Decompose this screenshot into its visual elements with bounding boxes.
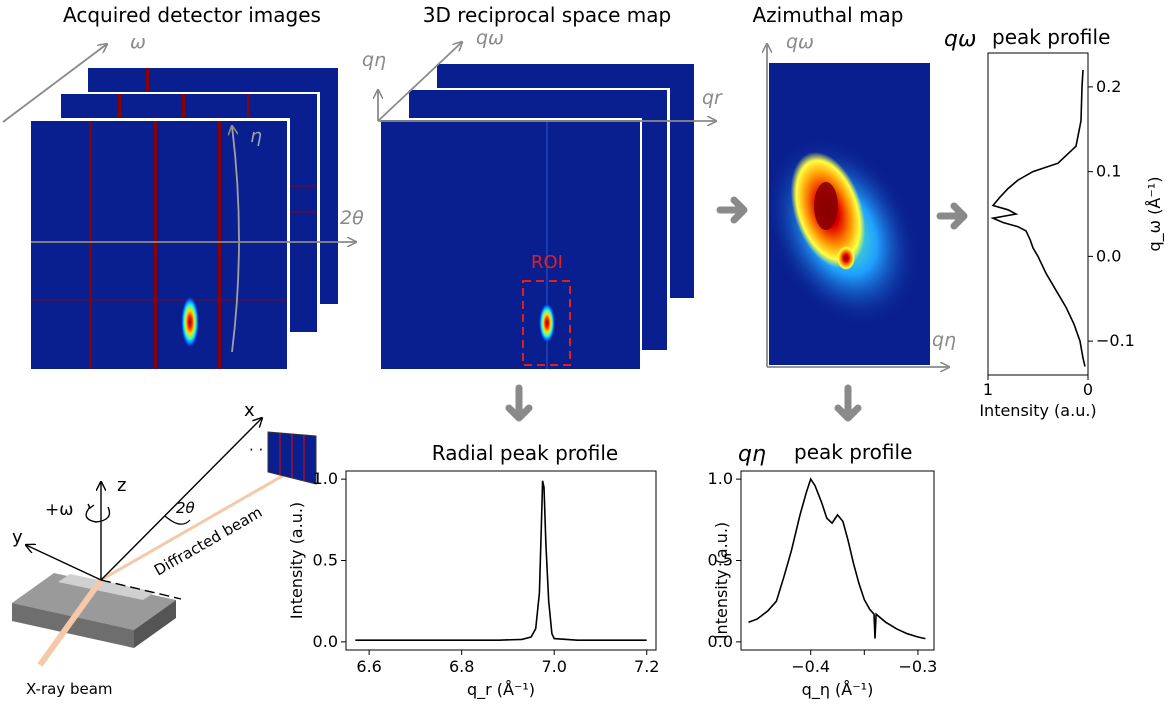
diffracted-beam — [100, 465, 299, 582]
flow-arrow-right — [936, 202, 968, 230]
plot-frame — [987, 52, 1089, 376]
title-azimuthal-map: Azimuthal map — [752, 3, 903, 27]
x-axis-label: q_η (Å⁻¹) — [802, 680, 874, 700]
az-q-omega-axis-label: qω — [786, 31, 814, 53]
plot-frame — [345, 470, 657, 651]
eta-arc-arrow — [232, 126, 240, 353]
two-theta-arc — [164, 515, 191, 525]
series-line — [748, 477, 926, 640]
detector-frame-front — [31, 121, 287, 369]
x-axis-label: q_r (Å⁻¹) — [467, 680, 535, 700]
sample-stage-front — [12, 603, 134, 648]
gap-line — [154, 121, 157, 369]
y-axis-label: y — [12, 527, 23, 548]
title-qeta-profile: peak profile — [794, 440, 912, 464]
title-radial-profile: Radial peak profile — [432, 441, 619, 465]
x-axis-label: x — [244, 400, 255, 421]
x-axis-arrow — [100, 418, 262, 581]
bragg-peak-spot — [181, 296, 199, 348]
y-tick-label: 0.0 — [708, 632, 733, 651]
q-omega-axis-label: qω — [476, 27, 504, 49]
x-tick-label: −0.3 — [898, 657, 937, 676]
geometry-sketch: x z y +ω 2θ Diffracted beam X-ray beam ·… — [12, 400, 317, 698]
q-omega-axis-arrow — [377, 42, 462, 122]
omega-rotation-head — [87, 503, 95, 510]
roi-label: ROI — [531, 252, 563, 273]
flow-arrows — [505, 196, 968, 422]
series-line — [990, 69, 1086, 367]
rsm-frame-front — [381, 120, 640, 369]
rsm-peak-spot — [539, 303, 555, 343]
x-tick-label: 6.6 — [356, 657, 381, 676]
y-tick-label: −0.1 — [1096, 331, 1135, 350]
y-tick-label: 0.0 — [1096, 246, 1121, 265]
two-theta-angle-label: 2θ — [176, 499, 195, 517]
reciprocal-space-stack: qη qω qr ROI — [362, 27, 723, 371]
series-line — [355, 480, 647, 641]
y-axis-label: Intensity (a.u.) — [712, 522, 731, 639]
sample-axis-dashed — [100, 579, 182, 600]
y-tick-label: 0.5 — [708, 551, 733, 570]
x-tick-label: 7.2 — [634, 657, 659, 676]
y-axis-label: Intensity (a.u.) — [287, 502, 306, 619]
xray-beam-label: X-ray beam — [26, 680, 113, 698]
azimuthal-map: qω qη — [733, 31, 956, 367]
eta-axis-label: η — [250, 125, 262, 147]
sample-stage-side — [134, 600, 176, 648]
az-q-eta-axis-label: qη — [932, 329, 956, 351]
y-tick-label: 0.5 — [313, 551, 338, 570]
sample-stage-top — [12, 573, 176, 630]
y-axis-arrow — [26, 545, 102, 581]
xray-beam — [37, 578, 104, 667]
x-tick-label: 7.0 — [541, 657, 566, 676]
intensity-secondary-peak — [837, 246, 855, 270]
detector-stack: ω η 2θ — [2, 31, 364, 371]
y-tick-label: 1.0 — [708, 469, 733, 488]
y-tick-label: 0.1 — [1096, 162, 1121, 181]
gap-line — [218, 121, 221, 369]
plot-frame — [740, 470, 935, 651]
y-tick-label: 1.0 — [313, 469, 338, 488]
y-axis-label: q_ω (Å⁻¹) — [1145, 177, 1165, 252]
flow-arrow-down — [505, 384, 533, 422]
x-tick-label: 6.8 — [449, 657, 474, 676]
x-tick-label: 0 — [1083, 380, 1093, 399]
flow-arrow-right — [716, 196, 748, 224]
title-qomega-symbol: qω — [944, 27, 976, 52]
y-tick-label: 0.2 — [1096, 77, 1121, 96]
q-eta-axis-label: qη — [362, 49, 386, 71]
two-theta-axis-label: 2θ — [340, 207, 364, 229]
omega-axis-label: ω — [130, 31, 146, 53]
x-axis-label: Intensity (a.u.) — [979, 401, 1096, 420]
omega-axis-arrow — [2, 44, 107, 123]
title-qeta-symbol: qη — [738, 442, 766, 467]
y-tick-label: 0.0 — [313, 632, 338, 651]
title-qomega-profile: peak profile — [992, 25, 1110, 49]
plus-omega-label: +ω — [45, 500, 73, 520]
ellipsis-dots: · · — [249, 441, 263, 459]
x-tick-label: −0.4 — [791, 657, 830, 676]
omega-rotation-arrow — [85, 506, 111, 523]
flow-arrow-down — [834, 384, 862, 422]
intensity-peak — [814, 182, 838, 230]
title-detector-images: Acquired detector images — [63, 3, 321, 27]
q-r-axis-label: qr — [702, 87, 723, 109]
title-reciprocal-space-map: 3D reciprocal space map — [423, 3, 671, 27]
z-axis-label: z — [117, 475, 126, 496]
x-tick-label: 1 — [983, 380, 993, 399]
gap-line — [89, 121, 92, 369]
sample-crystal — [58, 574, 155, 600]
